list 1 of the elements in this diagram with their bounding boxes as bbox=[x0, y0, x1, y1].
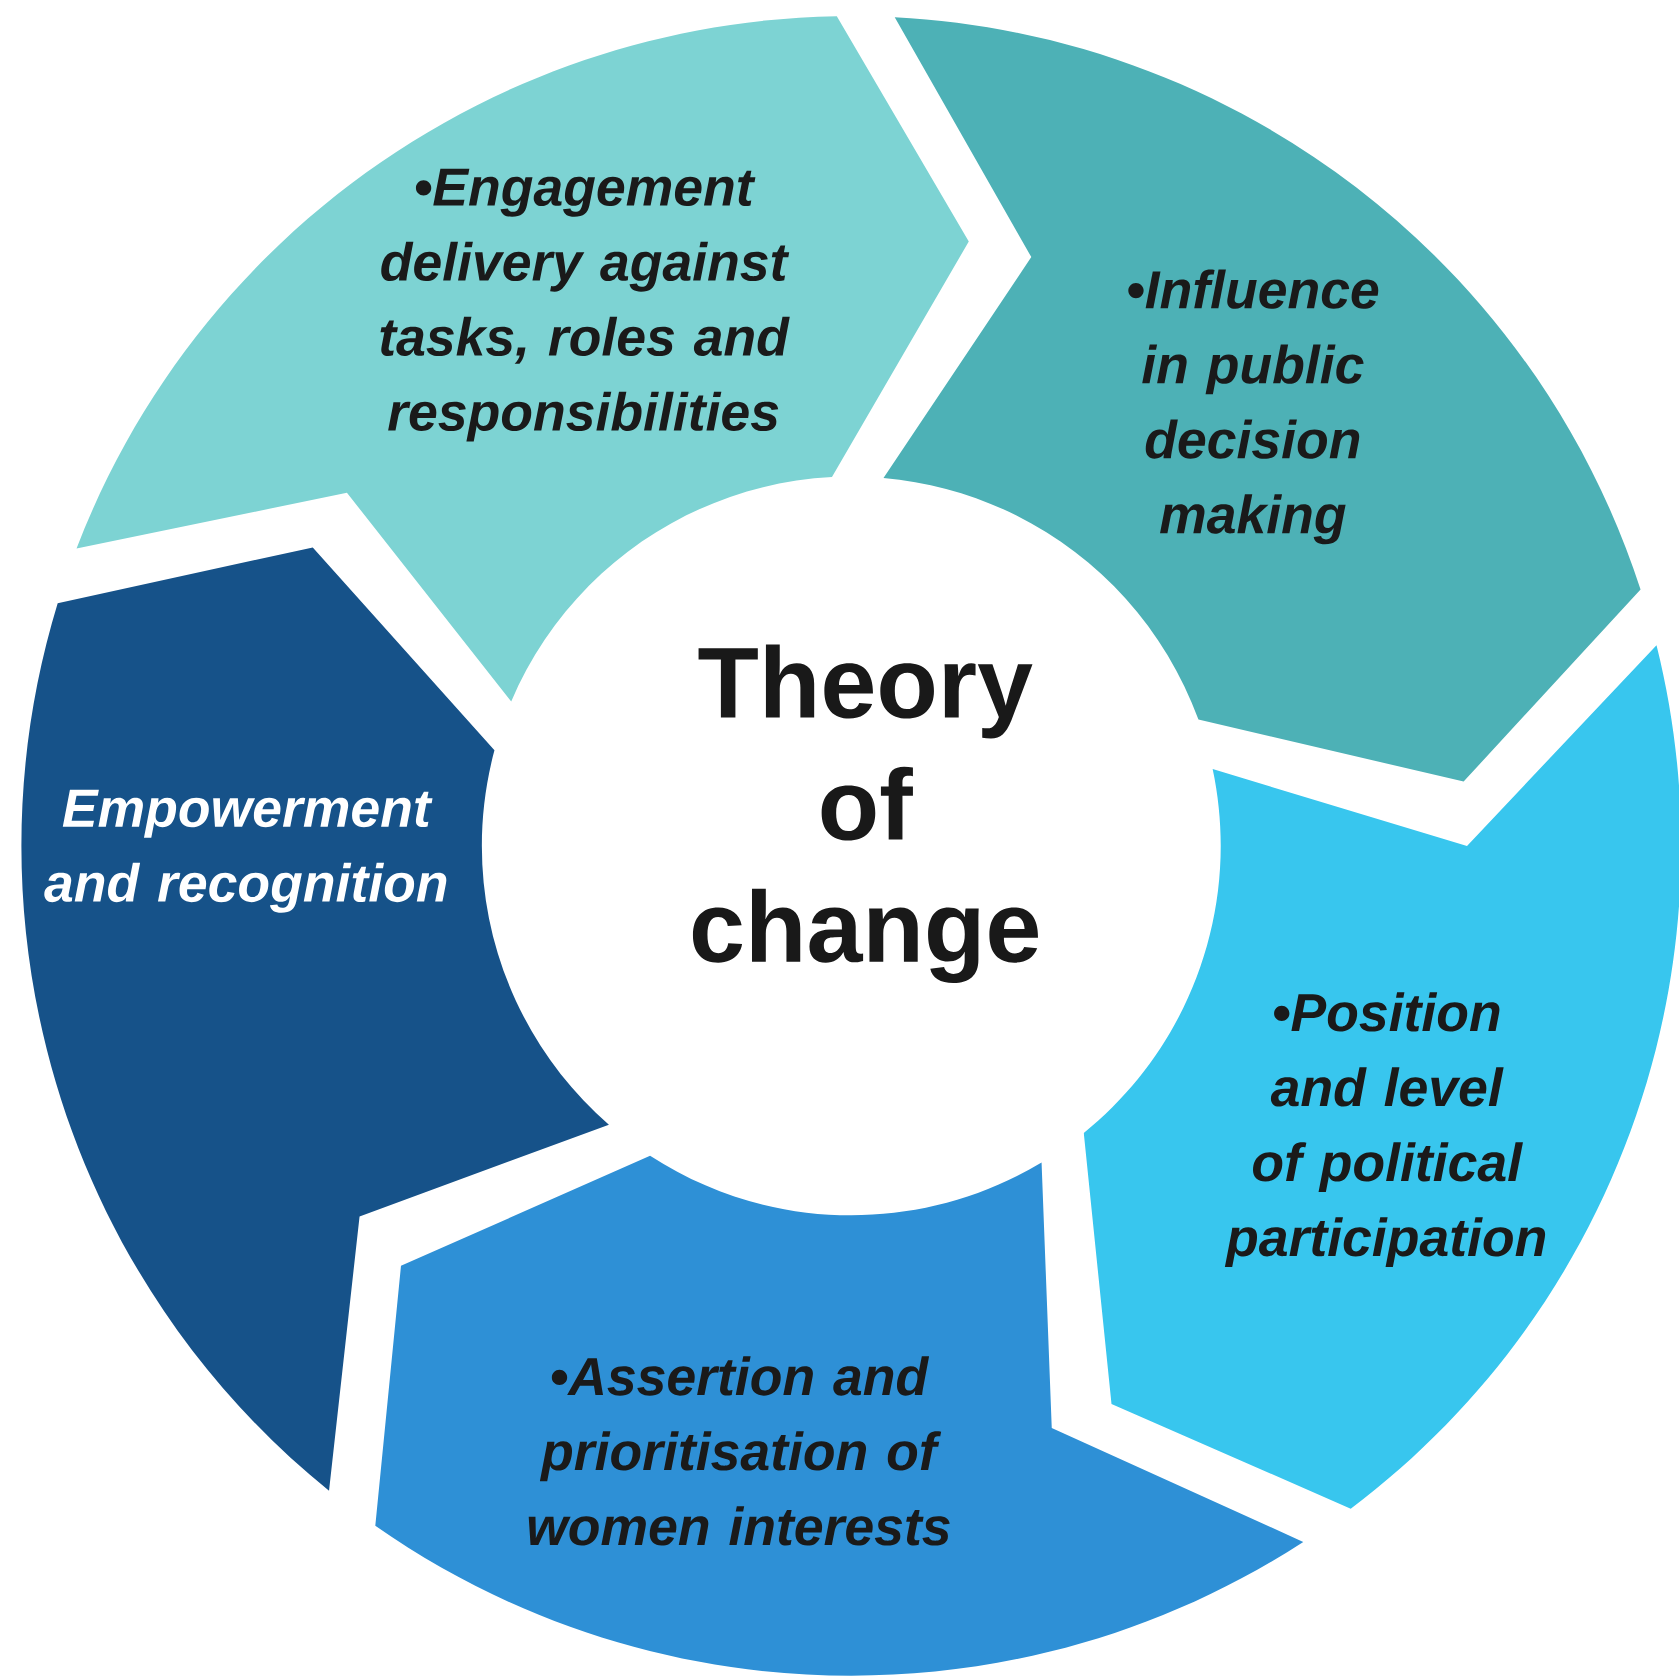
ring-segment: •Position and level of political participation bbox=[1083, 645, 1679, 1509]
